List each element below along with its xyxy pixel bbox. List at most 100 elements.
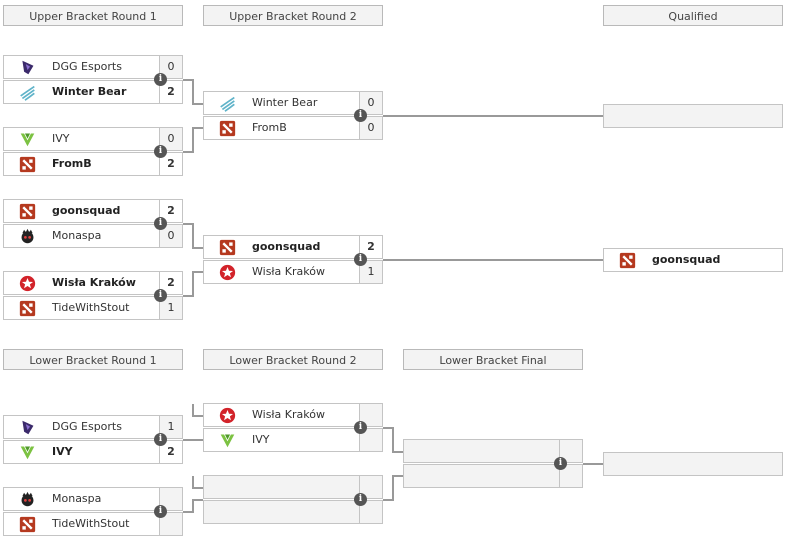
ubr1-match-2[interactable]: IVY 0 FromB 2 i bbox=[3, 127, 183, 176]
team-name: IVY bbox=[52, 132, 70, 145]
match-info-icon[interactable]: i bbox=[354, 493, 367, 506]
team-slot[interactable]: Winter Bear 0 bbox=[203, 91, 383, 115]
team-slot[interactable] bbox=[203, 475, 383, 499]
winter-bear-logo-icon bbox=[219, 95, 236, 112]
match-info-icon[interactable]: i bbox=[354, 421, 367, 434]
team-slot[interactable]: goonsquad 2 bbox=[3, 199, 183, 223]
ubr2-match-2[interactable]: goonsquad 2 Wisła Kraków 1 i bbox=[203, 235, 383, 284]
team-score bbox=[359, 404, 382, 426]
qualified-slot-lower[interactable] bbox=[603, 452, 783, 476]
team-name: Winter Bear bbox=[252, 96, 318, 109]
team-slot[interactable]: IVY 0 bbox=[3, 127, 183, 151]
match-info-icon[interactable]: i bbox=[354, 109, 367, 122]
team-slot[interactable]: DGG Esports 1 bbox=[3, 415, 183, 439]
team-name: Monaspa bbox=[52, 229, 102, 242]
team-name: DGG Esports bbox=[52, 420, 122, 433]
dota-logo-icon bbox=[619, 252, 636, 269]
team-score: 2 bbox=[159, 153, 182, 175]
ivy-logo-icon bbox=[19, 131, 36, 148]
team-slot[interactable]: Wisła Kraków 1 bbox=[203, 260, 383, 284]
team-score bbox=[359, 476, 382, 498]
wisla-logo-icon bbox=[219, 264, 236, 281]
team-slot[interactable]: Wisła Kraków bbox=[203, 403, 383, 427]
team-slot[interactable] bbox=[403, 439, 583, 463]
team-name: Wisła Kraków bbox=[252, 408, 325, 421]
team-name: goonsquad bbox=[652, 253, 721, 266]
qualified-slot-2[interactable]: goonsquad bbox=[603, 248, 783, 272]
match-info-icon[interactable]: i bbox=[154, 433, 167, 446]
team-slot[interactable]: Wisła Kraków 2 bbox=[3, 271, 183, 295]
team-score: 0 bbox=[359, 117, 382, 139]
team-name: IVY bbox=[252, 433, 270, 446]
wisla-logo-icon bbox=[19, 275, 36, 292]
team-slot[interactable]: Winter Bear 2 bbox=[3, 80, 183, 104]
header-qualified: Qualified bbox=[603, 5, 783, 26]
header-upper-bracket-round-1: Upper Bracket Round 1 bbox=[3, 5, 183, 26]
match-info-icon[interactable]: i bbox=[154, 217, 167, 230]
team-name: FromB bbox=[252, 121, 287, 134]
dota-logo-icon bbox=[19, 300, 36, 317]
match-info-icon[interactable]: i bbox=[154, 505, 167, 518]
team-name: TideWithStout bbox=[52, 301, 130, 314]
team-name: IVY bbox=[52, 445, 73, 458]
match-info-icon[interactable]: i bbox=[154, 145, 167, 158]
ubr1-match-4[interactable]: Wisła Kraków 2 TideWithStout 1 i bbox=[3, 271, 183, 320]
team-score: 2 bbox=[359, 236, 382, 258]
team-slot[interactable]: goonsquad 2 bbox=[203, 235, 383, 259]
team-slot[interactable]: Monaspa 0 bbox=[3, 224, 183, 248]
match-info-icon[interactable]: i bbox=[154, 289, 167, 302]
team-slot[interactable]: IVY bbox=[203, 428, 383, 452]
team-score: 2 bbox=[159, 272, 182, 294]
ubr1-match-3[interactable]: goonsquad 2 Monaspa 0 i bbox=[3, 199, 183, 248]
team-score bbox=[359, 501, 382, 523]
team-score: 0 bbox=[159, 56, 182, 78]
dota-logo-icon bbox=[19, 156, 36, 173]
team-slot[interactable]: FromB 0 bbox=[203, 116, 383, 140]
team-name: FromB bbox=[52, 157, 92, 170]
team-slot[interactable]: TideWithStout 1 bbox=[3, 296, 183, 320]
dota-logo-icon bbox=[19, 516, 36, 533]
team-slot[interactable] bbox=[403, 464, 583, 488]
ubr1-match-1[interactable]: DGG Esports 0 Winter Bear 2 i bbox=[3, 55, 183, 104]
team-slot[interactable]: TideWithStout bbox=[3, 512, 183, 536]
match-info-icon[interactable]: i bbox=[554, 457, 567, 470]
winter-bear-logo-icon bbox=[19, 84, 36, 101]
team-name: Wisła Kraków bbox=[52, 276, 136, 289]
dota-logo-icon bbox=[19, 203, 36, 220]
team-score bbox=[559, 465, 582, 487]
header-lower-bracket-final: Lower Bracket Final bbox=[403, 349, 583, 370]
lbf-match[interactable]: i bbox=[403, 439, 583, 488]
monaspa-logo-icon bbox=[19, 228, 36, 245]
monaspa-logo-icon bbox=[19, 491, 36, 508]
team-score bbox=[559, 440, 582, 462]
team-name: DGG Esports bbox=[52, 60, 122, 73]
team-slot[interactable]: IVY 2 bbox=[3, 440, 183, 464]
team-score: 2 bbox=[159, 441, 182, 463]
dota-logo-icon bbox=[219, 120, 236, 137]
match-info-icon[interactable]: i bbox=[154, 73, 167, 86]
dota-logo-icon bbox=[219, 239, 236, 256]
team-score: 0 bbox=[159, 128, 182, 150]
header-upper-bracket-round-2: Upper Bracket Round 2 bbox=[203, 5, 383, 26]
team-slot[interactable]: Monaspa bbox=[3, 487, 183, 511]
lbr2-match-2[interactable]: i bbox=[203, 475, 383, 524]
lbr1-match-2[interactable]: Monaspa TideWithStout i bbox=[3, 487, 183, 536]
team-slot[interactable]: FromB 2 bbox=[3, 152, 183, 176]
team-score bbox=[159, 513, 182, 535]
ubr2-match-1[interactable]: Winter Bear 0 FromB 0 i bbox=[203, 91, 383, 140]
team-score: 1 bbox=[159, 297, 182, 319]
header-lower-bracket-round-2: Lower Bracket Round 2 bbox=[203, 349, 383, 370]
match-info-icon[interactable]: i bbox=[354, 253, 367, 266]
lbr1-match-1[interactable]: DGG Esports 1 IVY 2 i bbox=[3, 415, 183, 464]
lbr2-match-1[interactable]: Wisła Kraków IVY i bbox=[203, 403, 383, 452]
team-slot[interactable] bbox=[203, 500, 383, 524]
team-score: 0 bbox=[359, 92, 382, 114]
header-lower-bracket-round-1: Lower Bracket Round 1 bbox=[3, 349, 183, 370]
team-slot[interactable]: DGG Esports 0 bbox=[3, 55, 183, 79]
qualified-slot-1[interactable] bbox=[603, 104, 783, 128]
ivy-logo-icon bbox=[19, 444, 36, 461]
wisla-logo-icon bbox=[219, 407, 236, 424]
team-score: 2 bbox=[159, 81, 182, 103]
team-name: Monaspa bbox=[52, 492, 102, 505]
